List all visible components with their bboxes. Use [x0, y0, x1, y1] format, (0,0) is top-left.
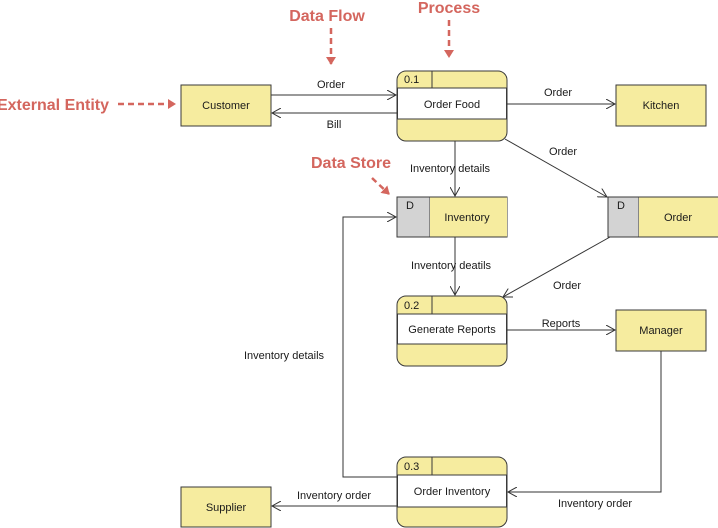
flow-inventory-details-1-label: Inventory details: [410, 163, 491, 175]
process-generate-reports-label: Generate Reports: [408, 324, 496, 336]
process-generate-reports-id: 0.2: [404, 300, 419, 312]
flow-order-to-store-label: Order: [549, 146, 577, 158]
store-order-label: Order: [664, 212, 692, 224]
process-order-food-id: 0.1: [404, 74, 419, 86]
flow-inventory-details-2-label: Inventory deatils: [411, 260, 492, 272]
entity-customer-label: Customer: [202, 100, 250, 112]
process-order-food[interactable]: 0.1 Order Food: [396, 70, 508, 142]
entity-manager-label: Manager: [639, 325, 683, 337]
store-order[interactable]: D Order: [607, 196, 718, 238]
store-inventory[interactable]: D Inventory: [396, 196, 508, 238]
entity-kitchen[interactable]: Kitchen: [615, 84, 707, 127]
store-order-id: D: [617, 200, 625, 212]
process-order-food-label: Order Food: [424, 99, 480, 111]
flow-inventory-order-supplier-label: Inventory order: [297, 490, 371, 502]
entity-kitchen-label: Kitchen: [643, 100, 680, 112]
flow-kitchen-order-label: Order: [544, 87, 572, 99]
annotation-data-store: Data Store: [311, 155, 391, 172]
flow-inventory-details-3-label: Inventory details: [244, 350, 325, 362]
store-inventory-id: D: [406, 200, 414, 212]
entity-supplier[interactable]: Supplier: [180, 486, 272, 528]
flow-inventory-details-3: [342, 217, 397, 478]
flow-inventory-order-manager: [508, 351, 662, 492]
flow-store-order-to-reports-label: Order: [553, 280, 581, 292]
annotation-process: Process: [418, 0, 480, 17]
flow-store-order-to-reports: [503, 236, 611, 297]
process-order-inventory-label: Order Inventory: [414, 486, 491, 498]
flow-inventory-order-manager-label: Inventory order: [558, 498, 632, 510]
entity-supplier-label: Supplier: [206, 502, 247, 514]
process-order-inventory-id: 0.3: [404, 461, 419, 473]
annotation-external-entity: External Entity: [0, 97, 109, 114]
flow-order-to-store: [504, 138, 607, 197]
process-generate-reports[interactable]: 0.2 Generate Reports: [396, 295, 508, 367]
flow-customer-order-label: Order: [317, 79, 345, 91]
annotation-data-flow: Data Flow: [289, 8, 365, 25]
entity-manager[interactable]: Manager: [615, 309, 707, 352]
flow-bill-label: Bill: [327, 119, 342, 131]
flow-reports-label: Reports: [542, 318, 581, 330]
annotation-data-store-arrow: [371, 177, 390, 195]
process-order-inventory[interactable]: 0.3 Order Inventory: [396, 456, 508, 528]
store-inventory-label: Inventory: [444, 212, 490, 224]
entity-customer[interactable]: Customer: [180, 84, 272, 127]
